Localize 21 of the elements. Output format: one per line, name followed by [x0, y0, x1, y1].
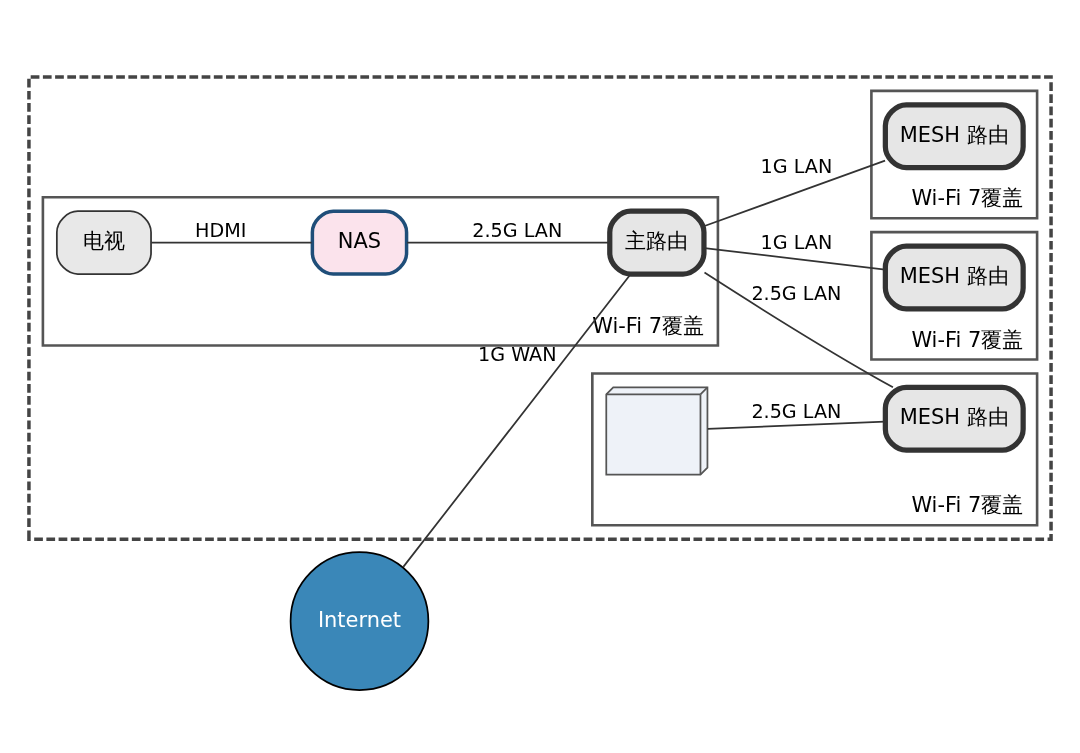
connector	[706, 420, 886, 430]
node-box: MESH 路由	[882, 384, 1026, 453]
edge-label: 1G LAN	[760, 154, 833, 178]
cluster	[27, 75, 1053, 541]
node-circle: Internet	[289, 551, 430, 691]
connector	[703, 159, 886, 227]
connector	[703, 247, 886, 271]
connector	[703, 271, 894, 389]
edge-label: 2.5G LAN	[751, 281, 842, 305]
edge-label: 2.5G LAN	[751, 400, 842, 424]
edge-label: 2.5G LAN	[472, 219, 563, 243]
connector	[402, 273, 632, 568]
node-box: NAS	[310, 209, 409, 276]
node-box: 电视	[56, 210, 152, 275]
edge-label: HDMI	[195, 219, 247, 243]
node-box: MESH 路由	[882, 102, 1026, 171]
node-box: MESH 路由	[882, 243, 1026, 312]
node-box: 主路由	[607, 208, 707, 277]
edge-label: 1G LAN	[760, 231, 833, 255]
connector	[150, 241, 313, 244]
connector	[406, 241, 611, 244]
